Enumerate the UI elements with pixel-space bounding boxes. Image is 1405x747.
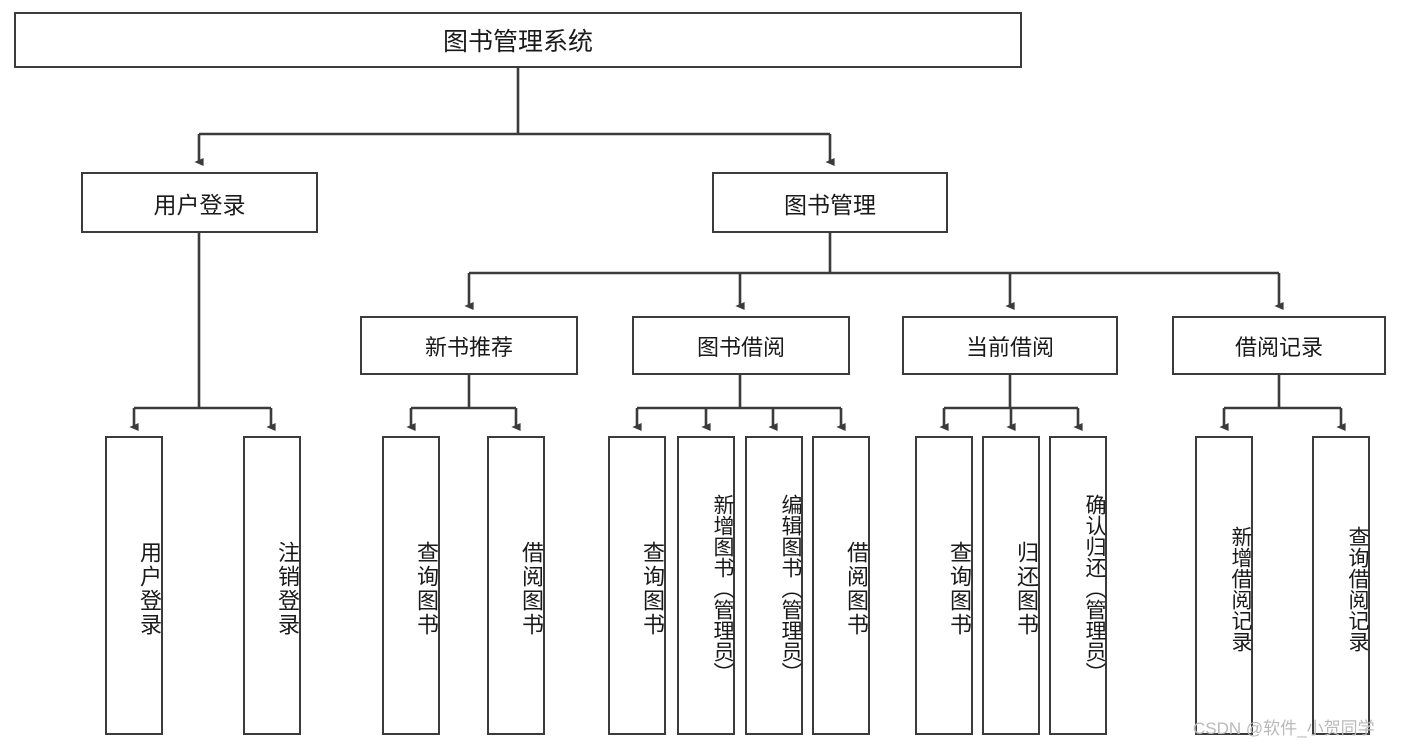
leaf-query-book-borrow[interactable]: 查询图书 bbox=[608, 436, 666, 735]
node-book-borrow[interactable]: 图书借阅 bbox=[632, 316, 850, 375]
csdn-watermark: CSDN @软件_小贺同学 bbox=[1193, 719, 1375, 738]
node-user-login[interactable]: 用户登录 bbox=[81, 172, 318, 233]
leaf-confirm-return-admin[interactable]: 确认归还（管理员） bbox=[1049, 436, 1107, 735]
node-book-management[interactable]: 图书管理 bbox=[712, 172, 948, 233]
leaf-query-book-current[interactable]: 查询图书 bbox=[915, 436, 973, 735]
leaf-add-book-admin[interactable]: 新增图书（管理员） bbox=[677, 436, 735, 735]
leaf-query-borrow-record[interactable]: 查询借阅记录 bbox=[1312, 436, 1370, 735]
leaf-query-book-recommend[interactable]: 查询图书 bbox=[382, 436, 440, 735]
leaf-user-login[interactable]: 用户登录 bbox=[105, 436, 163, 735]
leaf-borrow-book[interactable]: 借阅图书 bbox=[812, 436, 870, 735]
leaf-edit-book-admin[interactable]: 编辑图书（管理员） bbox=[745, 436, 803, 735]
node-new-book-recommend[interactable]: 新书推荐 bbox=[360, 316, 578, 375]
leaf-logout-login[interactable]: 注销登录 bbox=[243, 436, 301, 735]
node-root-book-management-system[interactable]: 图书管理系统 bbox=[14, 12, 1022, 68]
node-borrow-record[interactable]: 借阅记录 bbox=[1172, 316, 1386, 375]
node-current-borrow[interactable]: 当前借阅 bbox=[902, 316, 1118, 375]
leaf-return-book[interactable]: 归还图书 bbox=[982, 436, 1040, 735]
leaf-add-borrow-record[interactable]: 新增借阅记录 bbox=[1195, 436, 1253, 735]
leaf-borrow-book-recommend[interactable]: 借阅图书 bbox=[487, 436, 545, 735]
